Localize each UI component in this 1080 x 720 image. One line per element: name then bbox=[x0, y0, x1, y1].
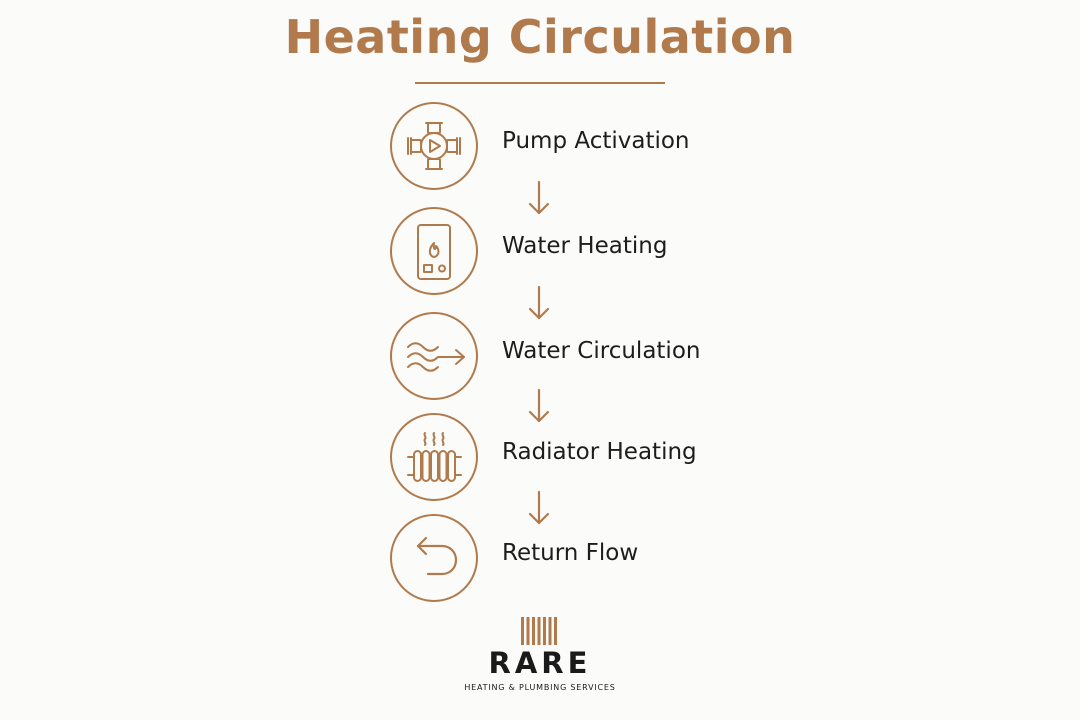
arrow-down-icon bbox=[528, 180, 550, 215]
step-icon-circle bbox=[390, 102, 478, 190]
title-divider bbox=[415, 82, 665, 84]
step-label: Water Heating bbox=[502, 233, 668, 259]
radiator-icon bbox=[407, 432, 462, 482]
step-label: Radiator Heating bbox=[502, 439, 697, 465]
page-title: Heating Circulation bbox=[284, 10, 796, 64]
brand-tagline: HEATING & PLUMBING SERVICES bbox=[464, 683, 616, 692]
arrow-down-icon bbox=[528, 388, 550, 423]
step-label: Pump Activation bbox=[502, 128, 690, 154]
step-icon-circle bbox=[390, 413, 478, 501]
step-label: Water Circulation bbox=[502, 338, 701, 364]
boiler-icon bbox=[417, 224, 451, 280]
flow-arrow-3 bbox=[528, 388, 550, 424]
flow-waves-icon bbox=[407, 342, 465, 372]
step-icon-circle bbox=[390, 312, 478, 400]
radiator-bars-icon bbox=[521, 617, 557, 645]
step-water-circulation: Water Circulation bbox=[390, 312, 810, 400]
step-label: Return Flow bbox=[502, 540, 639, 566]
flow-arrow-2 bbox=[528, 285, 550, 321]
flow-arrow-1 bbox=[528, 180, 550, 216]
step-icon-circle bbox=[390, 514, 478, 602]
brand-name: RARE bbox=[488, 646, 592, 680]
flow-arrow-4 bbox=[528, 490, 550, 526]
pump-icon bbox=[407, 122, 461, 170]
step-pump-activation: Pump Activation bbox=[390, 102, 810, 190]
return-arrow-icon bbox=[416, 536, 458, 576]
arrow-down-icon bbox=[528, 490, 550, 525]
step-water-heating: Water Heating bbox=[390, 207, 810, 295]
step-radiator-heating: Radiator Heating bbox=[390, 413, 810, 501]
step-return-flow: Return Flow bbox=[390, 514, 810, 602]
step-icon-circle bbox=[390, 207, 478, 295]
brand-logo: RARE HEATING & PLUMBING SERVICES bbox=[440, 616, 640, 696]
arrow-down-icon bbox=[528, 285, 550, 320]
